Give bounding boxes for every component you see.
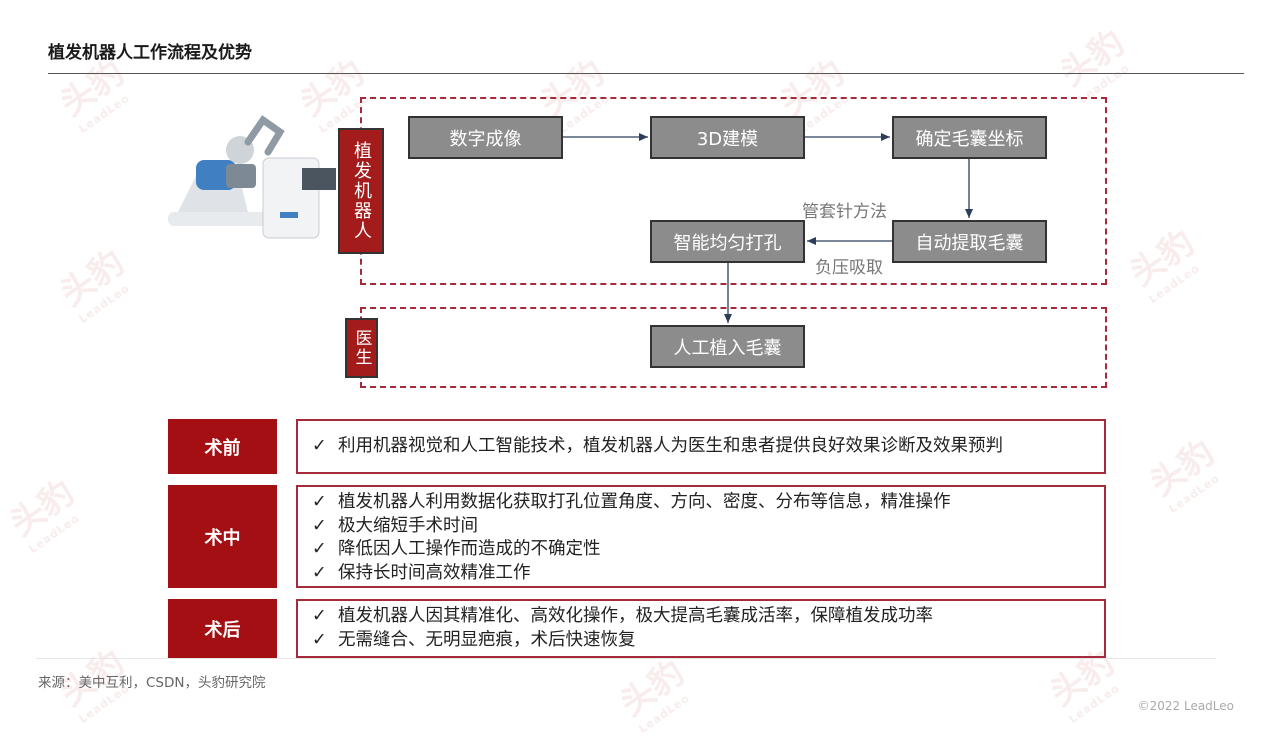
node-follicle-coordinates: 确定毛囊坐标	[892, 116, 1047, 159]
stage-box-intraop: ✓植发机器人利用数据化获取打孔位置角度、方向、密度、分布等信息，精准操作 ✓极大…	[296, 485, 1106, 588]
node-smart-drilling: 智能均匀打孔	[650, 220, 805, 263]
list-item: ✓植发机器人利用数据化获取打孔位置角度、方向、密度、分布等信息，精准操作	[312, 491, 1090, 515]
list-item: ✓极大缩短手术时间	[312, 515, 1090, 539]
title-divider	[48, 73, 1244, 74]
robot-actor-label: 植发机器人	[338, 128, 384, 254]
stage-box-postop: ✓植发机器人因其精准化、高效化操作，极大提高毛囊成活率，保障植发成功率 ✓无需缝…	[296, 599, 1106, 658]
node-3d-modeling: 3D建模	[650, 116, 805, 159]
node-digital-imaging: 数字成像	[408, 116, 563, 159]
node-manual-implant: 人工植入毛囊	[650, 325, 805, 368]
check-icon: ✓	[312, 629, 327, 650]
stage-label-preop: 术前	[168, 419, 277, 474]
stage-box-preop: ✓利用机器视觉和人工智能技术，植发机器人为医生和患者提供良好效果诊断及效果预判	[296, 419, 1106, 474]
hair-transplant-robot-image	[168, 115, 336, 239]
page-title: 植发机器人工作流程及优势	[48, 43, 252, 63]
check-icon: ✓	[312, 539, 327, 559]
check-icon: ✓	[312, 492, 327, 512]
stage-label-intraop: 术中	[168, 485, 277, 588]
stage-label-postop: 术后	[168, 599, 277, 658]
check-icon: ✓	[312, 515, 327, 536]
list-item: ✓无需缝合、无明显疤痕，术后快速恢复	[312, 629, 1090, 653]
list-item: ✓降低因人工操作而造成的不确定性	[312, 538, 1090, 562]
node-auto-extract: 自动提取毛囊	[892, 220, 1047, 263]
check-icon: ✓	[312, 606, 327, 626]
copyright: ©2022 LeadLeo	[1137, 699, 1234, 713]
edge-label-cannula-method: 管套针方法	[802, 202, 887, 222]
list-item: ✓利用机器视觉和人工智能技术，植发机器人为医生和患者提供良好效果诊断及效果预判	[312, 435, 1090, 459]
footnote-divider	[36, 658, 1216, 659]
source-note: 来源：美中互利，CSDN，头豹研究院	[38, 675, 266, 691]
doctor-actor-label: 医生	[345, 318, 378, 378]
edge-label-negative-pressure: 负压吸取	[815, 258, 883, 278]
list-item: ✓保持长时间高效精准工作	[312, 562, 1090, 586]
check-icon: ✓	[312, 562, 327, 583]
check-icon: ✓	[312, 435, 327, 456]
list-item: ✓植发机器人因其精准化、高效化操作，极大提高毛囊成活率，保障植发成功率	[312, 605, 1090, 629]
